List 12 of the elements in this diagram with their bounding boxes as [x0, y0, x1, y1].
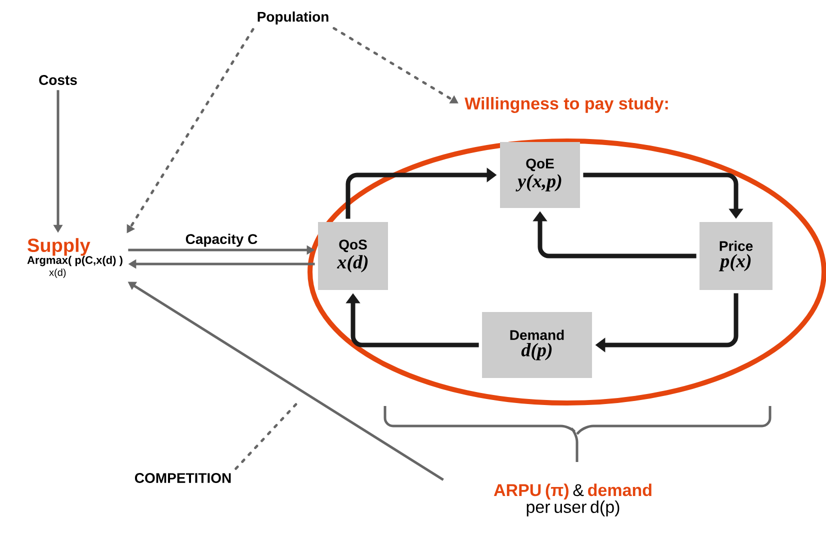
edge-label: Capacity C: [186, 234, 258, 247]
text-label: COMPETITION: [134, 473, 231, 483]
supply-label: Supply Argmax( p(C,x(d) ) x(d): [27, 238, 122, 278]
process-box: Price p(x): [700, 222, 773, 290]
dotted-line: [234, 400, 300, 470]
process-box: Demand d(p): [482, 312, 592, 378]
heading: Willingness to pay study:: [464, 97, 668, 113]
process-box: QoE y(x,p): [500, 142, 580, 208]
note-text: ARPU (π) & demand per user d(p): [494, 484, 652, 516]
process-box: QoS x(d): [318, 222, 388, 290]
text-label: Population: [258, 11, 328, 25]
text-label: Costs: [39, 75, 77, 85]
